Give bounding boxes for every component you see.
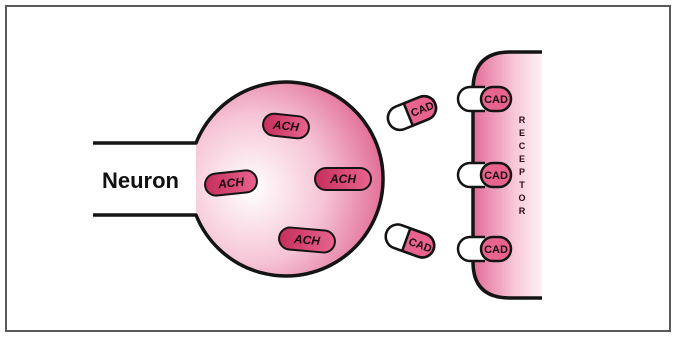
neuron-label: Neuron	[102, 168, 179, 193]
ach-molecule: ACH	[262, 113, 310, 140]
receptor-letter: P	[519, 167, 525, 177]
receptor-site: CAD	[458, 163, 511, 187]
receptor-letter: R	[519, 115, 526, 125]
ach-label: ACH	[216, 175, 245, 192]
ach-label: ACH	[271, 118, 300, 135]
ach-label: ACH	[329, 172, 356, 186]
receptor-letter: E	[519, 154, 525, 164]
ach-molecule: ACH	[315, 168, 371, 190]
cad-label: CAD	[484, 94, 508, 106]
receptor-site: CAD	[458, 87, 511, 111]
receptor-letter: T	[519, 180, 525, 190]
ach-label: ACH	[292, 232, 320, 248]
receptor-letter: E	[519, 128, 525, 138]
cad-label: CAD	[484, 170, 508, 182]
ach-molecule: ACH	[204, 169, 258, 196]
ach-molecule: ACH	[278, 227, 336, 254]
cad-label: CAD	[484, 244, 508, 256]
receptor-site: CAD	[458, 237, 511, 261]
receptor-letter: O	[518, 193, 525, 203]
receptor-letter: R	[519, 206, 526, 216]
receptor-letter: C	[519, 141, 526, 151]
